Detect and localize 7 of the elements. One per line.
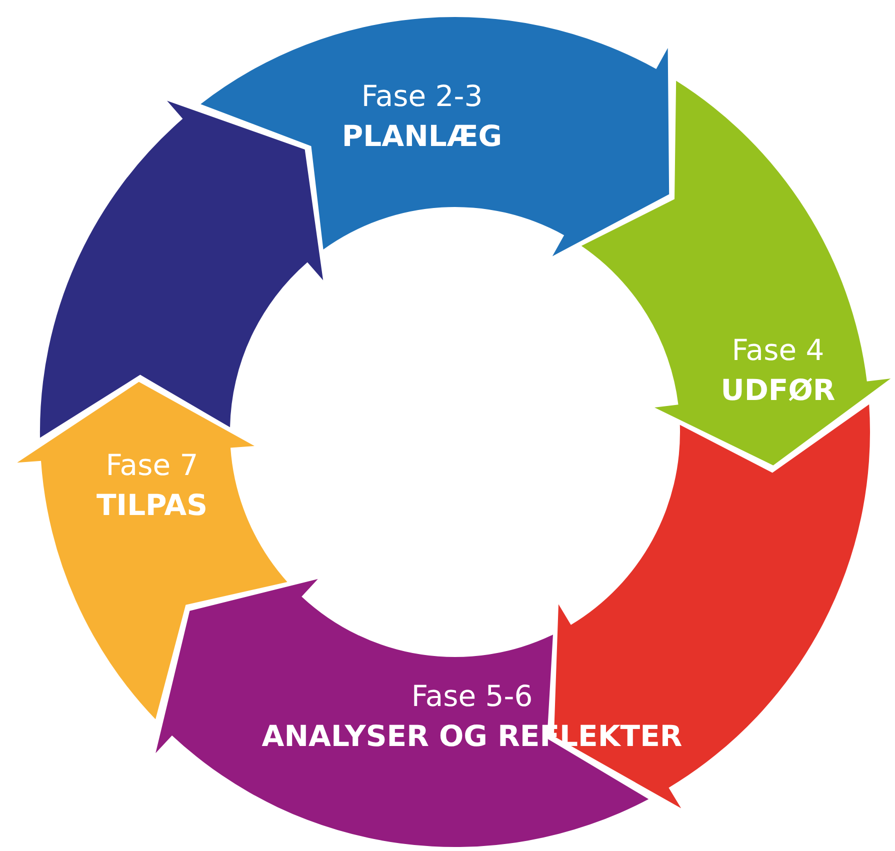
phase-number: Fase 5-6 <box>411 678 533 714</box>
phase-number: Fase 2-3 <box>361 78 483 114</box>
phase-title: PLANLÆG <box>342 118 502 154</box>
phase-title: UDFØR <box>720 372 836 408</box>
phase-title: TILPAS <box>96 487 208 523</box>
phase-number: Fase 4 <box>732 332 824 368</box>
phase-number: Fase 7 <box>106 447 198 483</box>
